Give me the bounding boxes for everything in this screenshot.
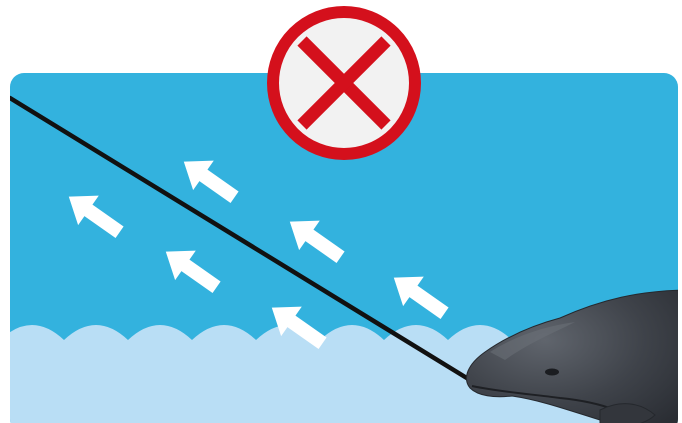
no-entry-cross-icon: [273, 12, 415, 154]
whale-eye: [545, 369, 559, 376]
